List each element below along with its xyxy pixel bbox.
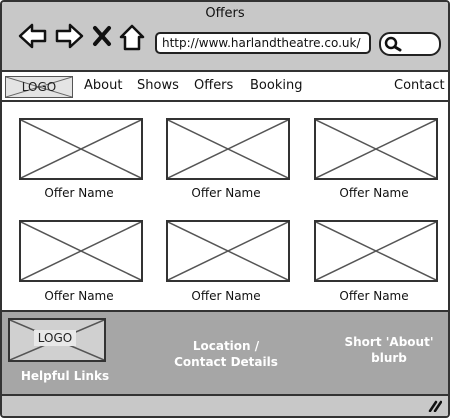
resize-grip-icon[interactable] xyxy=(428,400,442,412)
footer-logo[interactable]: LOGO xyxy=(8,318,106,362)
image-placeholder-icon xyxy=(168,120,288,178)
about-blurb-line-1: Short 'About' xyxy=(344,335,434,349)
location-line-1: Location / xyxy=(192,339,260,353)
site-footer: LOGO Helpful Links Location / Contact De… xyxy=(2,310,448,394)
offer-name[interactable]: Offer Name xyxy=(339,186,409,200)
logo-placeholder-icon xyxy=(6,77,72,97)
nav-shows[interactable]: Shows xyxy=(137,78,179,93)
offer-name[interactable]: Offer Name xyxy=(191,186,261,200)
image-placeholder-icon xyxy=(21,120,141,178)
nav-offers[interactable]: Offers xyxy=(194,78,234,93)
offer-image-placeholder[interactable] xyxy=(314,220,438,282)
offer-name[interactable]: Offer Name xyxy=(191,289,261,303)
search-field[interactable] xyxy=(379,32,441,56)
site-logo[interactable]: LOGO xyxy=(5,76,73,98)
offer-image-placeholder[interactable] xyxy=(166,220,290,282)
forward-arrow-icon[interactable] xyxy=(54,22,84,50)
image-placeholder-icon xyxy=(316,222,436,280)
offer-name[interactable]: Offer Name xyxy=(44,289,114,303)
browser-statusbar xyxy=(2,394,448,416)
offer-image-placeholder[interactable] xyxy=(19,220,143,282)
home-icon[interactable] xyxy=(119,24,145,52)
offer-image-placeholder[interactable] xyxy=(19,118,143,180)
nav-booking[interactable]: Booking xyxy=(250,78,303,93)
image-placeholder-icon xyxy=(168,222,288,280)
site-navigation: LOGO About Shows Offers Booking Contact xyxy=(2,72,448,102)
nav-contact[interactable]: Contact xyxy=(394,78,445,93)
nav-about[interactable]: About xyxy=(84,78,123,93)
browser-titlebar: Offers http://www.harlandtheatre.co.uk/ xyxy=(2,2,448,72)
helpful-links[interactable]: Helpful Links xyxy=(20,369,110,383)
offer-name[interactable]: Offer Name xyxy=(339,289,409,303)
footer-logo-text: LOGO xyxy=(34,330,76,346)
offer-name[interactable]: Offer Name xyxy=(44,186,114,200)
about-blurb-line-2: blurb xyxy=(371,351,407,365)
image-placeholder-icon xyxy=(316,120,436,178)
logo-text: LOGO xyxy=(21,80,57,94)
image-placeholder-icon xyxy=(21,222,141,280)
location-line-2: Contact Details xyxy=(174,355,278,369)
window-title: Offers xyxy=(205,6,245,21)
offer-image-placeholder[interactable] xyxy=(166,118,290,180)
offers-grid: Offer Name Offer Name Offer Name Offer N… xyxy=(2,102,448,310)
back-arrow-icon[interactable] xyxy=(18,22,48,50)
close-icon[interactable] xyxy=(92,25,112,47)
offer-image-placeholder[interactable] xyxy=(314,118,438,180)
search-icon xyxy=(384,36,402,52)
address-bar[interactable]: http://www.harlandtheatre.co.uk/ xyxy=(155,32,371,54)
